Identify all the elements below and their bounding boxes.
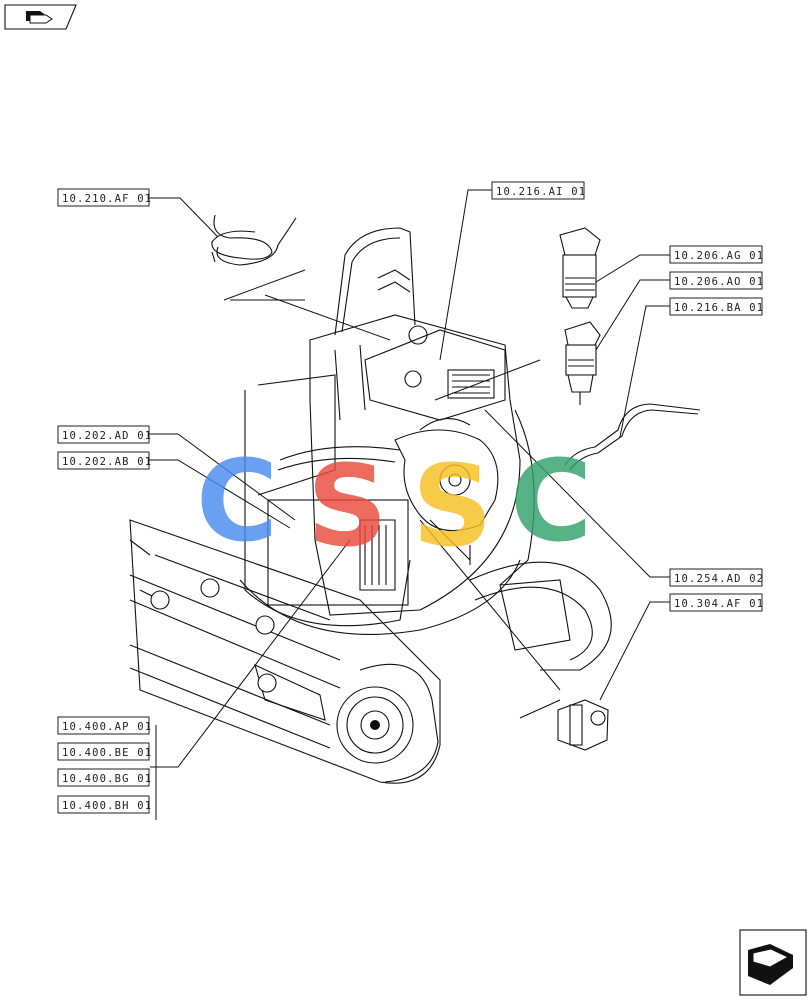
svg-text:10.400.AP 01: 10.400.AP 01: [62, 721, 152, 733]
watermark-letter-2: S: [307, 442, 388, 572]
svg-text:10.254.AD 02: 10.254.AD 02: [674, 573, 764, 585]
svg-text:10.216.BA 01: 10.216.BA 01: [674, 302, 764, 314]
leader-lines: [149, 189, 670, 820]
svg-text:10.210.AF 01: 10.210.AF 01: [62, 193, 152, 205]
watermark-letter-4: C: [510, 437, 592, 567]
ref-10-254-ad[interactable]: 10.254.AD 02: [669, 568, 764, 587]
ref-10-304-af[interactable]: 10.304.AF 01: [669, 593, 764, 612]
ref-10-202-ad[interactable]: 10.202.AD 01: [57, 425, 152, 444]
watermark-letter-1: C: [196, 437, 278, 567]
fuel-filter-part: [559, 227, 601, 309]
svg-text:10.202.AD 01: 10.202.AD 01: [62, 430, 152, 442]
water-separator-part: [564, 321, 601, 405]
ref-10-400-be[interactable]: 10.400.BE 01: [57, 742, 152, 761]
page-back-icon[interactable]: [4, 4, 77, 30]
svg-text:10.202.AB 01: 10.202.AB 01: [62, 456, 152, 468]
watermark-logo: C S S C: [196, 437, 592, 572]
ref-10-400-bg[interactable]: 10.400.BG 01: [57, 768, 152, 787]
ref-10-206-ag[interactable]: 10.206.AG 01: [669, 245, 764, 264]
fuel-line-part: [564, 403, 701, 471]
svg-text:10.400.BG 01: 10.400.BG 01: [62, 773, 152, 785]
ref-10-202-ab[interactable]: 10.202.AB 01: [57, 451, 152, 470]
ref-10-210-af[interactable]: 10.210.AF 01: [57, 188, 152, 207]
ref-10-400-bh[interactable]: 10.400.BH 01: [57, 795, 152, 814]
page-forward-icon[interactable]: [739, 929, 807, 996]
svg-text:10.304.AF 01: 10.304.AF 01: [674, 598, 764, 610]
svg-text:10.400.BE 01: 10.400.BE 01: [62, 747, 152, 759]
ref-10-400-ap[interactable]: 10.400.AP 01: [57, 716, 152, 735]
ref-10-216-ba[interactable]: 10.216.BA 01: [669, 297, 764, 316]
svg-text:10.206.AO 01: 10.206.AO 01: [674, 276, 764, 288]
sensor-block-part: [557, 699, 609, 751]
fuel-hose-part: [211, 214, 297, 266]
svg-text:10.216.AI 01: 10.216.AI 01: [496, 186, 586, 198]
svg-text:10.400.BH 01: 10.400.BH 01: [62, 800, 152, 812]
svg-text:10.206.AG 01: 10.206.AG 01: [674, 250, 764, 262]
ref-10-216-ai[interactable]: 10.216.AI 01: [491, 181, 586, 200]
watermark-letter-3: S: [412, 442, 493, 572]
excavator-drawing: [129, 227, 612, 784]
ref-10-206-ao[interactable]: 10.206.AO 01: [669, 271, 764, 290]
